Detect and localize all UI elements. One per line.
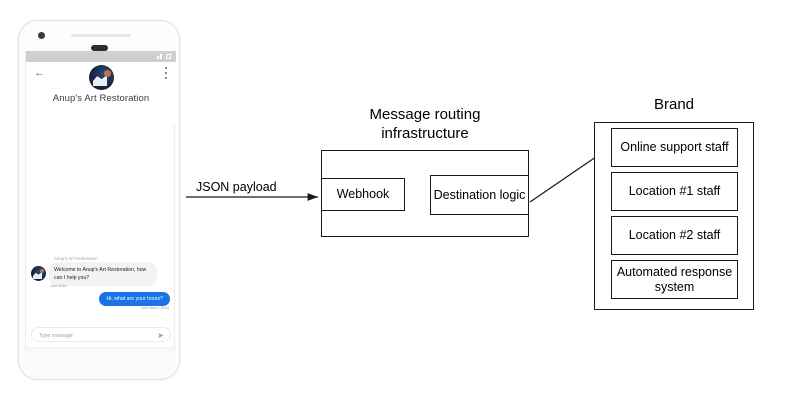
phone-chin [25, 351, 175, 379]
front-camera-icon [38, 32, 45, 39]
phone-screen: ← Anup's Art Restoration Anup's Art Rest… [25, 51, 176, 363]
incoming-message-bubble: Welcome to Anup's Art Restoration, how c… [49, 262, 157, 287]
brand-item-location-2-staff[interactable]: Location #2 staff [611, 216, 738, 255]
brand-avatar-icon [89, 65, 114, 90]
outgoing-message-timestamp: Just Now • Sent [140, 305, 169, 310]
proximity-sensor-icon [91, 45, 108, 51]
chat-brand-title: Anup's Art Restoration [52, 93, 150, 104]
brand-item-location-1-staff[interactable]: Location #1 staff [611, 172, 738, 211]
phone-mockup: ← Anup's Art Restoration Anup's Art Rest… [18, 20, 180, 380]
brand-item-automated-response-system[interactable]: Automated response system [611, 260, 738, 299]
json-payload-label: JSON payload [196, 180, 277, 194]
routing-infrastructure-title: Message routing infrastructure [369, 106, 481, 142]
incoming-message-timestamp: Just Now [50, 283, 67, 288]
incoming-message-avatar [31, 266, 46, 281]
brand-title: Brand [653, 96, 695, 113]
battery-icon [166, 54, 171, 59]
incoming-message-sender: Anup's Art Restoration [54, 256, 98, 261]
chat-message-list: Anup's Art Restoration Welcome to Anup's… [26, 256, 176, 321]
chat-app-header: ← Anup's Art Restoration [26, 62, 176, 124]
message-input-placeholder[interactable]: Type message [39, 332, 73, 339]
message-composer[interactable]: Type message ➤ [31, 327, 171, 342]
kebab-menu-icon[interactable] [165, 67, 167, 79]
brand-item-online-support-staff[interactable]: Online support staff [611, 128, 738, 167]
status-bar [26, 51, 176, 62]
signal-bars-icon [156, 54, 162, 59]
webhook-box[interactable]: Webhook [321, 178, 405, 211]
destination-logic-box[interactable]: Destination logic [430, 175, 529, 215]
send-icon[interactable]: ➤ [157, 330, 164, 340]
outgoing-message-bubble: Hi, what are your hours? [99, 292, 170, 306]
earpiece-icon [71, 34, 131, 37]
back-arrow-icon[interactable]: ← [34, 67, 45, 79]
